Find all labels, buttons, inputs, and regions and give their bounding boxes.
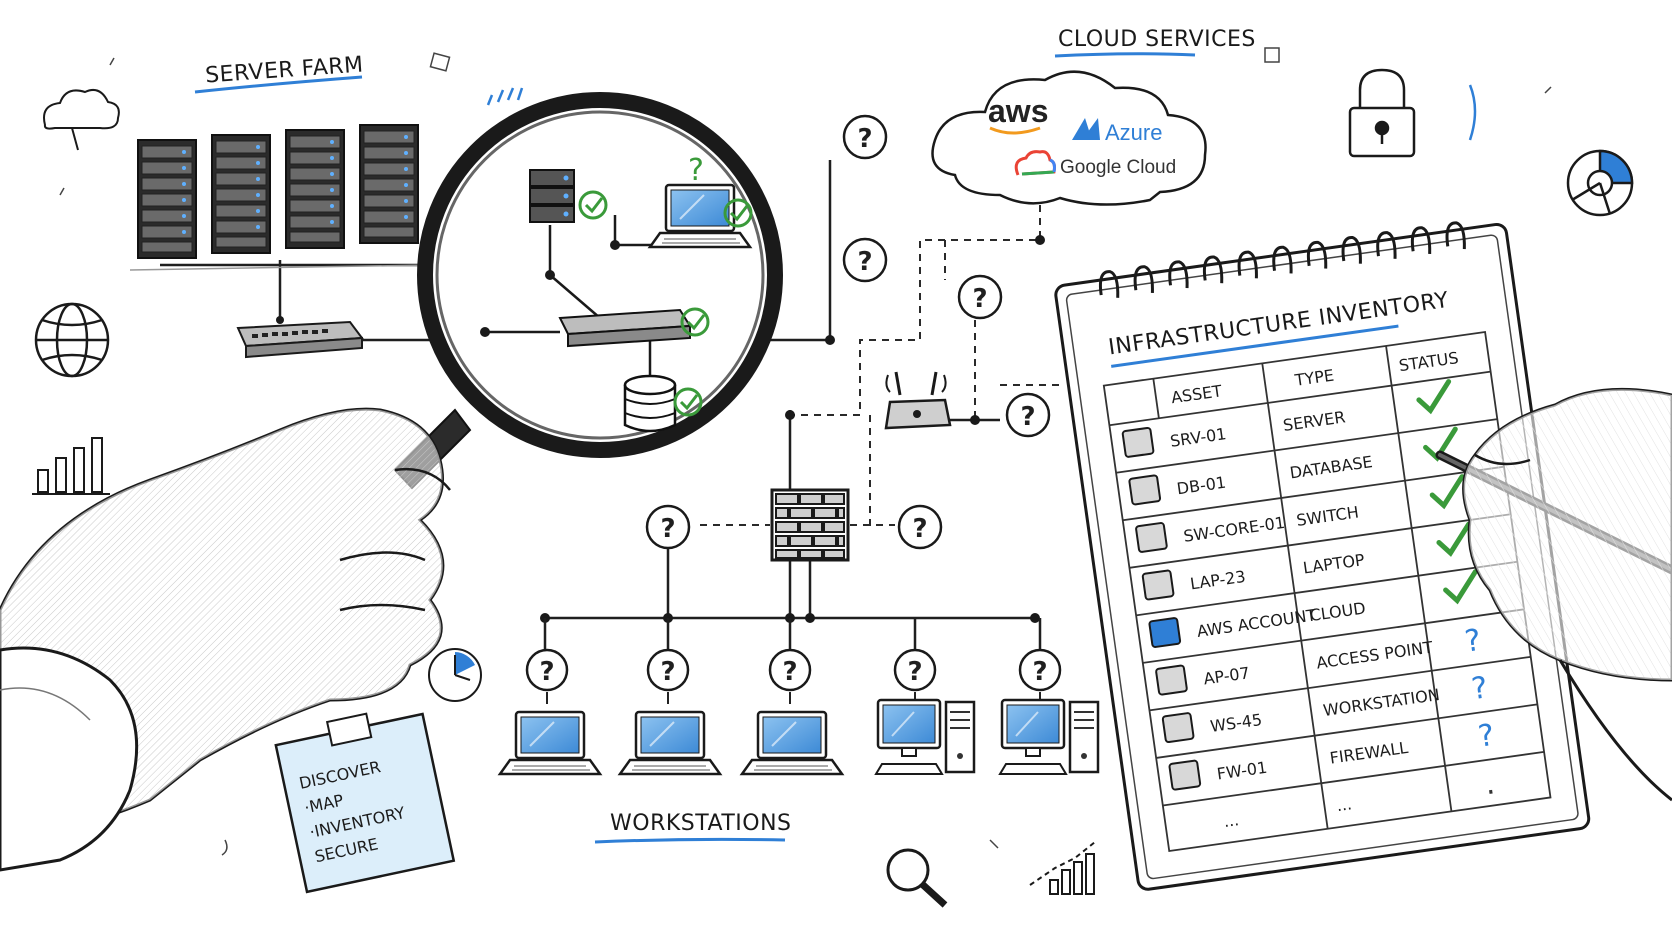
magnified-server-icon <box>529 169 575 223</box>
cloud-outline-icon <box>43 89 120 151</box>
right-hand-writing <box>1435 387 1672 802</box>
server-farm-underline <box>194 75 363 94</box>
inventory-notepad: INFRASTRUCTURE INVENTORY ASSET TYPE STAT… <box>1054 221 1591 891</box>
magnifying-glass-icon: ? <box>393 92 783 490</box>
azure-logo-text: Azure <box>1105 120 1162 145</box>
status-cell: ? <box>1476 718 1497 755</box>
asset-cell: ... <box>1222 810 1240 831</box>
status-check-icon <box>1436 521 1472 557</box>
cloud-icon <box>1148 617 1182 648</box>
desktop-computer-icon <box>998 698 1100 776</box>
desktop-computer-icon <box>874 698 976 776</box>
globe-icon <box>34 302 110 378</box>
azure-logo-icon <box>1072 118 1100 140</box>
server-rack-icon <box>211 134 271 254</box>
status-check-icon <box>1443 569 1478 605</box>
firewall-icon <box>770 488 850 562</box>
trend-chart-icon <box>1029 841 1096 895</box>
notepad-spiral <box>1098 221 1466 298</box>
type-cell: ... <box>1335 794 1353 815</box>
search-icon <box>886 848 948 908</box>
question-mark: ? <box>1032 657 1047 687</box>
workstation-icon <box>1161 712 1195 744</box>
google-cloud-logo-icon <box>1014 150 1056 176</box>
green-check-icons <box>578 190 753 417</box>
question-marks: ? ? ? ? ? ? ? ? ? ? ? <box>539 124 1047 687</box>
sticky-note: DISCOVER ·MAP ·INVENTORY SECURE <box>274 712 456 894</box>
question-mark: ? <box>857 247 872 277</box>
inventory-table <box>1102 331 1552 853</box>
status-check-icon <box>1416 379 1452 415</box>
workstations-label: WORKSTATIONS <box>610 811 791 836</box>
server-rack-icon <box>137 139 197 259</box>
question-mark: ? <box>782 657 797 687</box>
server-icon <box>1121 426 1155 458</box>
question-mark: ? <box>539 657 554 687</box>
decorative-doodles <box>486 84 1477 141</box>
magnified-question-mark: ? <box>688 153 704 188</box>
cloud-services-cloud: aws Azure Google Cloud <box>931 70 1207 206</box>
question-mark: ? <box>857 124 872 154</box>
google-cloud-logo-text: Google Cloud <box>1060 157 1176 178</box>
status-cell: ? <box>1463 623 1484 660</box>
pie-chart-icon <box>1566 149 1634 217</box>
laptop-icon <box>498 710 602 776</box>
access-point-icon <box>1155 664 1188 696</box>
laptop-icon <box>618 710 722 776</box>
workstations-underline <box>594 837 786 844</box>
server-farm <box>129 124 431 271</box>
decorative-sketch-marks <box>59 47 1552 856</box>
cloud-services-label: CLOUD SERVICES <box>1058 27 1256 52</box>
dashed-lines <box>700 205 1060 530</box>
laptop-icon <box>1141 569 1175 601</box>
magnified-network: ? <box>480 153 753 433</box>
status-check-icon <box>1429 474 1465 510</box>
unknown-device-markers <box>525 114 1062 706</box>
server-rack-icon <box>285 129 345 249</box>
wireless-router-icon <box>884 371 952 430</box>
database-icon <box>1128 474 1162 506</box>
laptop-icon <box>740 710 844 776</box>
bar-chart-icon <box>32 437 110 495</box>
magnified-database-icon <box>623 374 677 433</box>
firewall-icon <box>1168 759 1202 791</box>
server-rack-icon <box>359 124 419 244</box>
question-mark: ? <box>907 657 922 687</box>
aws-logo-text: aws <box>988 93 1048 129</box>
network-switch-icon <box>236 320 364 359</box>
question-mark: ? <box>660 514 675 544</box>
question-mark: ? <box>1020 402 1035 432</box>
workstations-row <box>498 698 1100 776</box>
aws-smile-icon <box>989 126 1041 135</box>
question-mark: ? <box>912 514 927 544</box>
question-mark: ? <box>660 657 675 687</box>
clock-icon <box>428 648 482 702</box>
question-mark: ? <box>972 284 987 314</box>
left-hand-holding-magnifier <box>0 407 451 872</box>
cloud-services-underline <box>1054 52 1196 58</box>
switch-icon <box>1135 522 1168 553</box>
padlock-icon <box>1348 68 1416 158</box>
status-cell: ? <box>1469 670 1490 707</box>
inventory-title-underline <box>1111 324 1399 368</box>
